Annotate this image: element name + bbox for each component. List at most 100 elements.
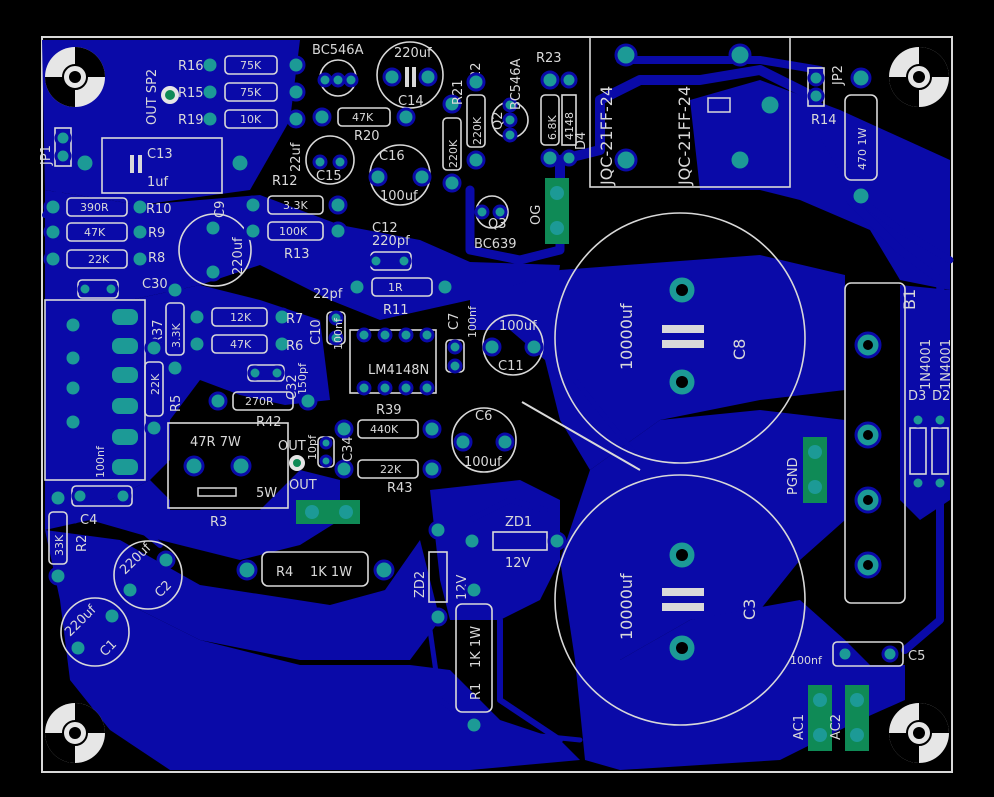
transistor-q3: Q3 BC639 xyxy=(474,195,517,252)
r8-label: R8 xyxy=(148,251,165,266)
jumper-jp2: JP2 xyxy=(807,65,846,107)
c10-label: C10 xyxy=(309,319,324,345)
c3-value: 10000uf xyxy=(617,573,636,640)
r10-value: 390R xyxy=(80,201,109,214)
jp2-label: JP2 xyxy=(831,65,846,86)
c6-label: C6 xyxy=(475,409,492,424)
r12-label: R12 xyxy=(272,174,298,189)
r8-value: 22K xyxy=(88,253,110,266)
board-outline xyxy=(41,36,953,773)
r19-label: R19 xyxy=(178,113,204,128)
resistor-r14: R14 470 1W xyxy=(811,67,878,207)
relay-label-b: JQC-21FF-24 xyxy=(675,86,694,186)
c13-value: 1uf xyxy=(147,175,169,190)
resistor-r13: 100K R13 xyxy=(243,221,348,262)
r9-value: 47K xyxy=(84,226,106,239)
zd1-value: 12V xyxy=(505,556,531,571)
c16-value: 100uf xyxy=(380,189,418,204)
connector-pgnd: PGND xyxy=(786,437,827,503)
c7-label: C7 xyxy=(447,313,462,330)
r1-label: R1 xyxy=(469,683,484,700)
d4-label: D4 xyxy=(574,132,589,150)
capacitor-c5: C5 100nf xyxy=(790,641,925,667)
c15-value: 22uf xyxy=(289,142,304,172)
r14-value: 470 1W xyxy=(856,128,869,170)
c13-label: C13 xyxy=(147,147,173,162)
r39-value: 440K xyxy=(370,423,399,436)
resistor-r9: 47K R9 xyxy=(43,222,165,242)
capacitor-c32: C32 150pf xyxy=(247,362,309,400)
r7-value: 12K xyxy=(230,311,252,324)
r9-label: R9 xyxy=(148,226,165,241)
c8-value: 10000uf xyxy=(617,303,636,370)
resistor-r37: R37 3.3K xyxy=(151,280,185,378)
resistor-r43: 22K R43 xyxy=(334,459,442,496)
r37-value: 3.3K xyxy=(170,323,183,348)
resistor-r3: 47R 7W 5W R3 xyxy=(167,422,289,530)
capacitor-c13: C13 1uf xyxy=(74,137,251,194)
capacitor-c16: C16 100uf xyxy=(368,144,432,206)
capacitor-c15: 22uf C15 xyxy=(289,135,355,185)
c14-value: 220uf xyxy=(394,46,432,61)
jp1-label: JP1 xyxy=(39,145,54,166)
r6-label: R6 xyxy=(286,339,303,354)
c34-value: 10pf xyxy=(306,434,319,460)
resistor-r16: R16 75K xyxy=(178,55,306,75)
r12-value: 3.3K xyxy=(283,199,308,212)
resistor-r20: 47K R20 xyxy=(312,107,416,144)
r10-label: R10 xyxy=(146,202,172,217)
c11-label: C11 xyxy=(498,359,524,374)
jumper-wire xyxy=(521,401,641,471)
zd1-label: ZD1 xyxy=(505,515,532,530)
zd2-label: ZD2 xyxy=(413,571,428,598)
r1-value: 1K 1W xyxy=(469,626,484,668)
r3-value: 47R 7W xyxy=(190,435,241,450)
capacitor-c10: C10 100nf xyxy=(309,310,346,350)
r21-label: R21 xyxy=(451,79,466,105)
connector-ac2: AC2 xyxy=(829,685,869,751)
c30-label: C30 xyxy=(142,277,168,292)
r11-value: 1R xyxy=(388,281,403,294)
out-label-b: OUT xyxy=(289,478,317,493)
c16-label: C16 xyxy=(379,149,405,164)
lm-label: LM4148N xyxy=(368,363,429,378)
r43-value: 22K xyxy=(380,463,402,476)
c5-value: 100nf xyxy=(790,654,823,667)
capacitor-c9: C9 220uf xyxy=(178,201,252,287)
resistor-r19: R19 10K xyxy=(178,109,306,129)
resistor-r10: 390R R10 xyxy=(43,197,172,217)
r23-value: 6.8K xyxy=(546,115,559,140)
diode-d4: D4 4148 xyxy=(560,71,589,167)
bc546a-right-label: BC546A xyxy=(509,58,524,110)
c9-value: 220uf xyxy=(231,237,246,275)
connector-out-sp2: OUT SP2 xyxy=(145,69,179,125)
r2-label: R2 xyxy=(75,535,90,552)
r11-label: R11 xyxy=(383,303,409,318)
c32-value: 150pf xyxy=(296,362,309,395)
resistor-r7: 12K R7 xyxy=(187,307,303,327)
c3-label: C3 xyxy=(740,599,759,620)
transistor-bc546a-top: BC546A xyxy=(312,43,364,97)
resistor-r1: R1 1K 1W xyxy=(455,580,493,735)
diode-d2: D2 1N4001 xyxy=(931,339,954,491)
input-connector-strip xyxy=(44,299,146,481)
capacitor-c6: C6 100uf xyxy=(451,407,517,473)
resistor-r4: R4 1K 1W xyxy=(236,551,395,587)
b1-label: B1 xyxy=(900,289,919,310)
r6-value: 47K xyxy=(230,338,252,351)
capacitor-c12: C12 220pf xyxy=(368,221,412,271)
r5-value: 22K xyxy=(149,373,162,395)
r4-value: 1K 1W xyxy=(310,565,352,580)
capacitor-c11: 100uf C11 xyxy=(482,314,544,376)
d3-label: D3 xyxy=(908,389,926,404)
bridge-rectifier-b1: B1 xyxy=(844,282,919,604)
capacitor-c34: C34 10pf xyxy=(306,434,356,468)
relay: JQC-21FF-24 JQC-21FF-24 xyxy=(589,36,791,188)
r15-value: 75K xyxy=(240,86,262,99)
r42-value: 270R xyxy=(245,395,274,408)
resistor-r39: 440K R39 xyxy=(334,403,442,439)
bc546a-top-label: BC546A xyxy=(312,43,364,58)
resistor-r23: R23 6.8K xyxy=(536,51,562,168)
q2-label: Q2 xyxy=(491,111,506,130)
capacitor-c30: C30 xyxy=(77,277,168,299)
